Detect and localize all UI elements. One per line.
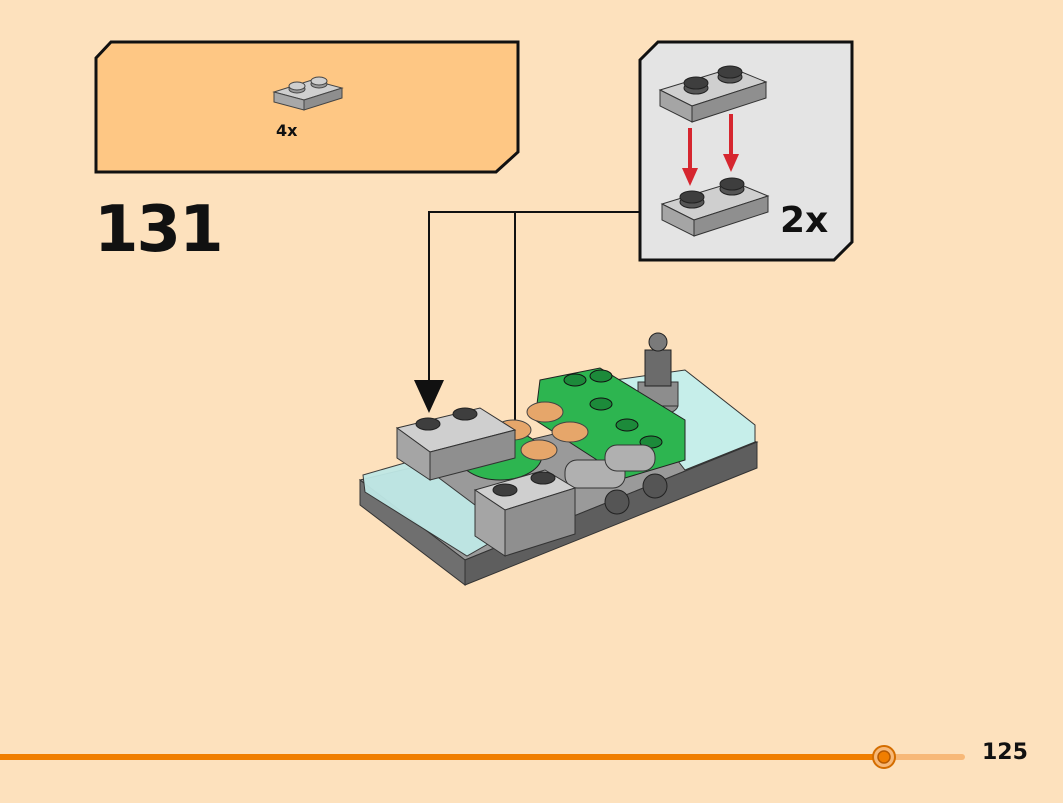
subassembly-quantity: 2x [780,200,829,241]
page-number: 125 [982,740,1028,765]
part-quantity: 4x [276,121,298,140]
subassembly-panel [638,40,854,262]
model-illustration [358,332,759,587]
plate-1x2-gray-icon [272,76,344,111]
plate-stack-subassembly-icon [658,65,770,237]
page-progress-bar [0,745,965,769]
progress-marker-icon [872,745,896,769]
parts-callout [94,40,520,174]
step-number: 131 [94,193,224,267]
